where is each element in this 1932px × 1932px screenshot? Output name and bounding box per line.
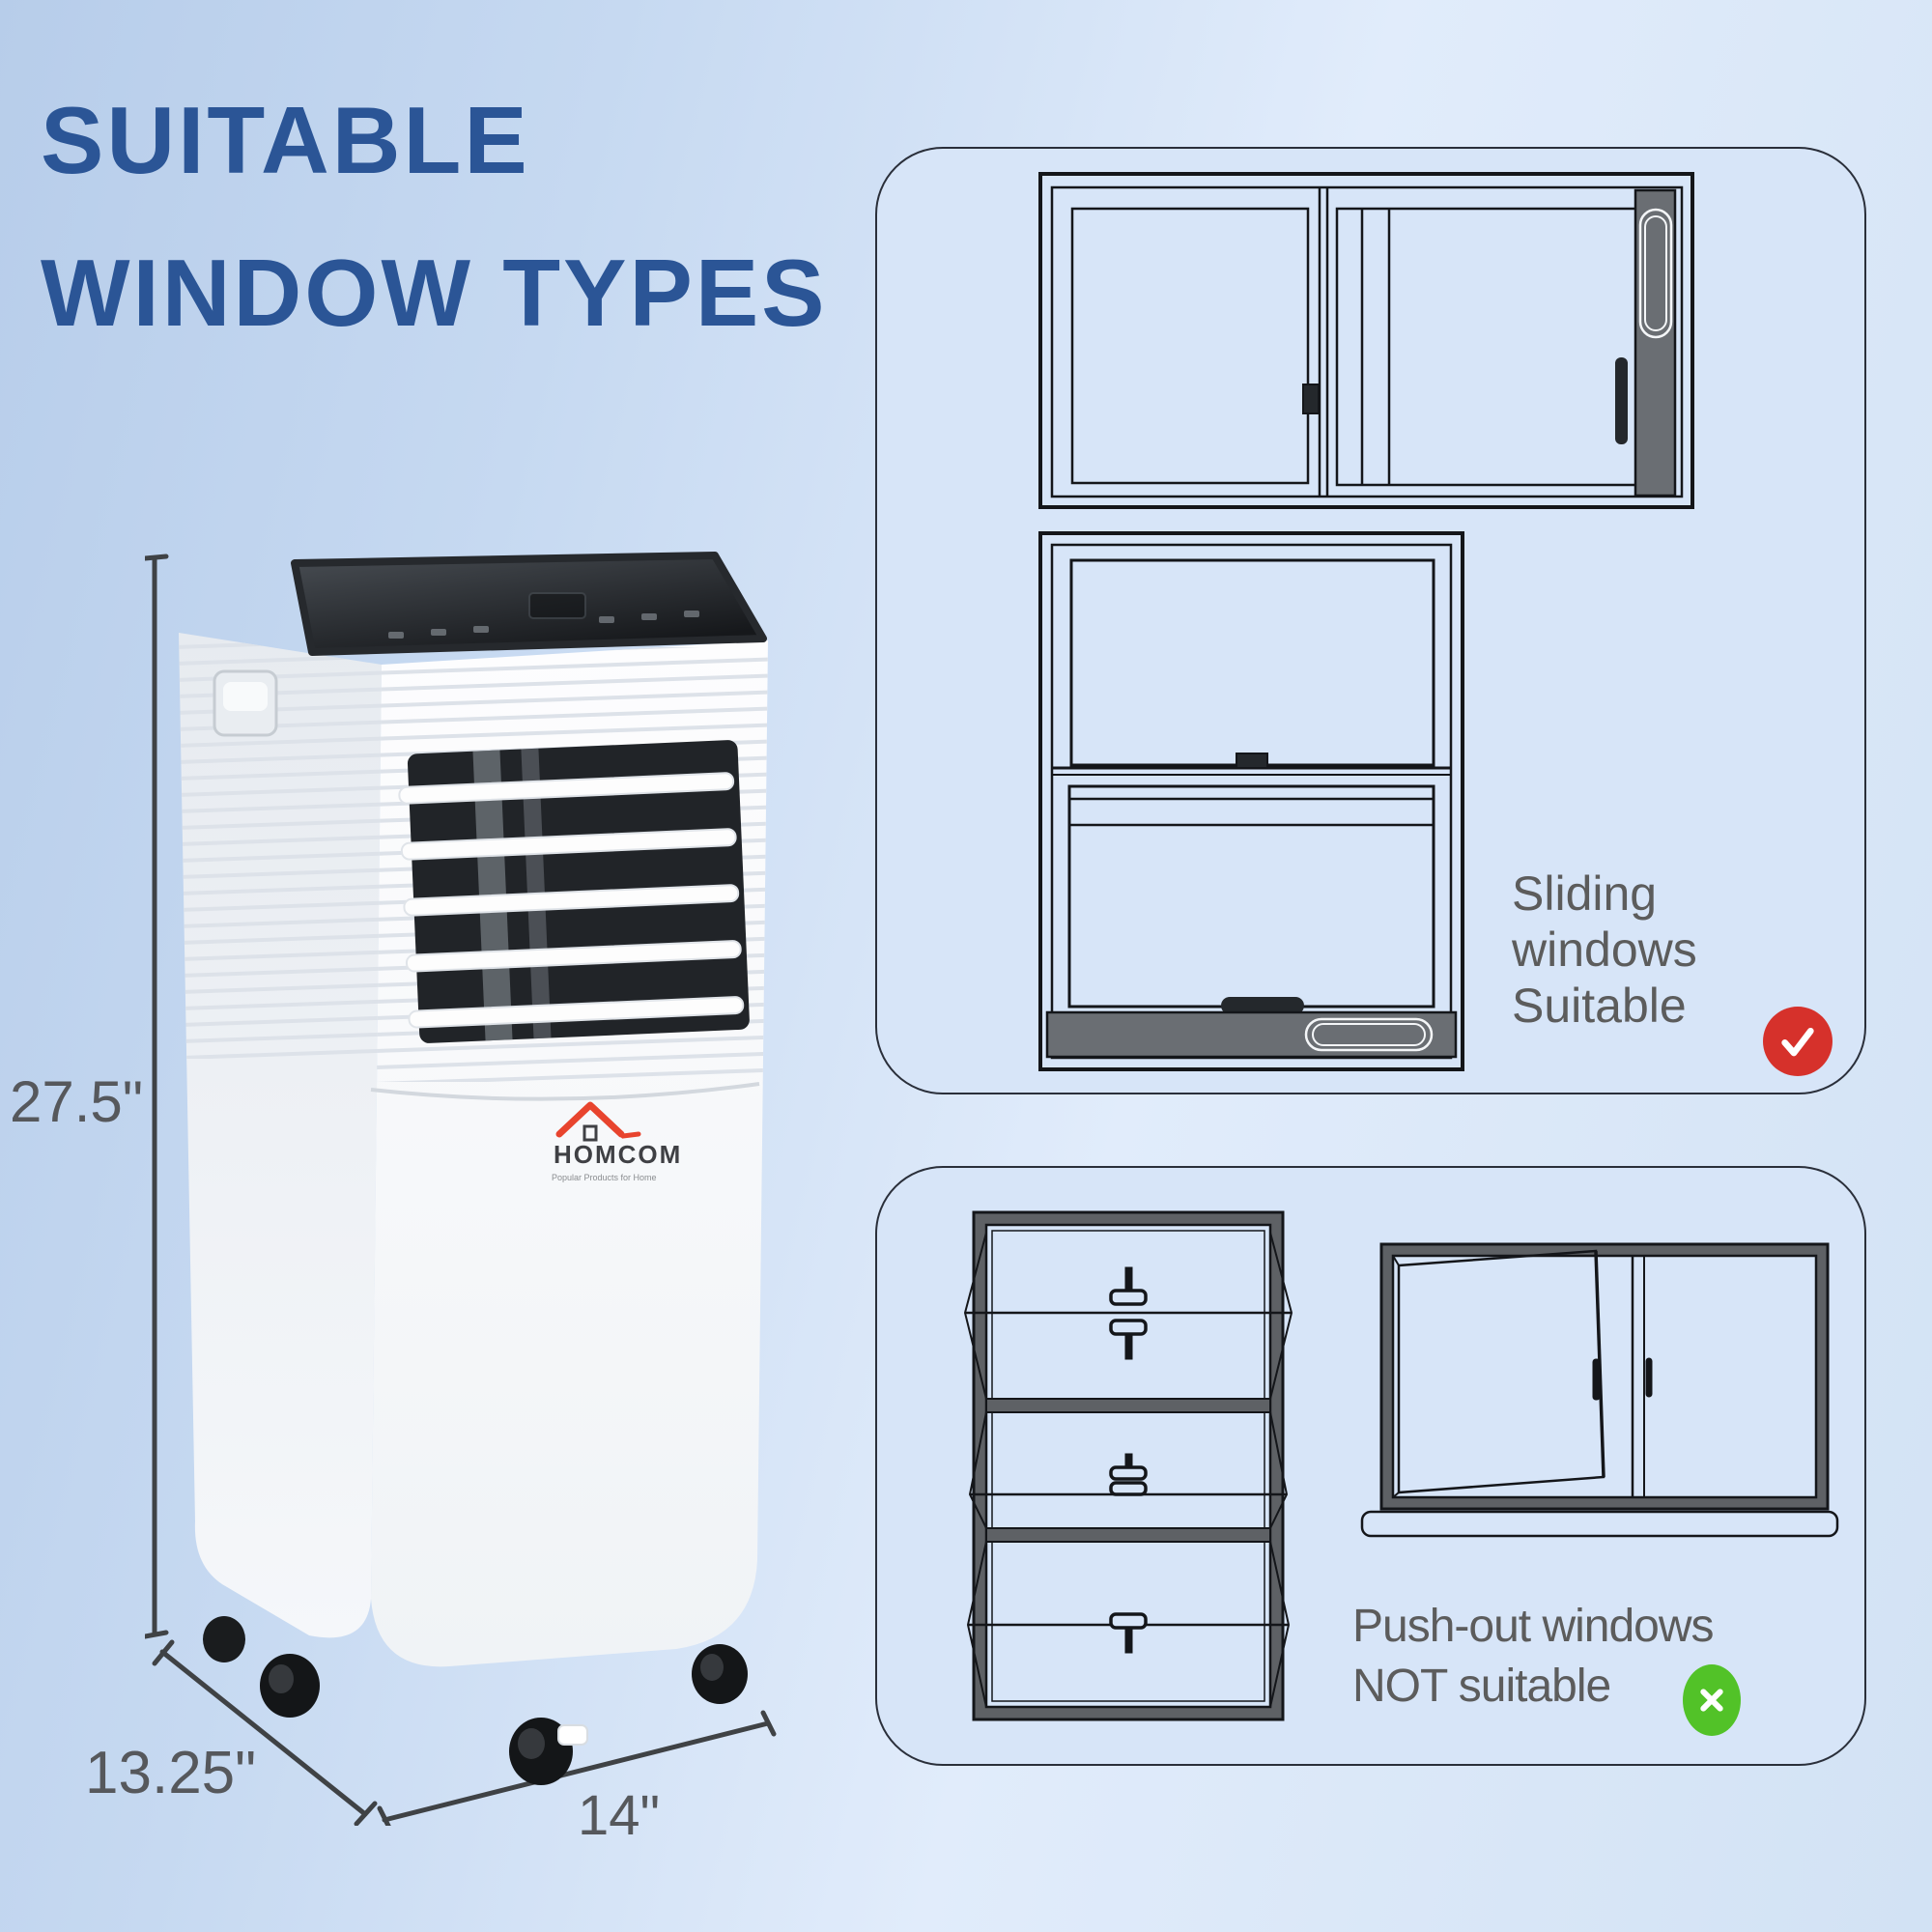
dimension-lines [145, 554, 777, 1826]
label-line: Sliding [1512, 867, 1658, 921]
page-title-line-2: WINDOW TYPES [41, 240, 828, 346]
window-frame [972, 1210, 1285, 1721]
window-handle [1236, 753, 1268, 769]
window-handle [1592, 1358, 1601, 1401]
sliding-windows-diagrams [1038, 172, 1694, 1071]
window-track [1634, 188, 1677, 497]
sliding-windows-label: Sliding windows Suitable [1512, 866, 1697, 1034]
window-handle [1109, 1465, 1148, 1481]
ac-body-seam [370, 1082, 760, 1101]
window-sill [1360, 1510, 1839, 1538]
check-icon [1781, 1028, 1814, 1057]
height-dimension-label: 27.5" [10, 1069, 144, 1134]
suitable-badge [1763, 1007, 1833, 1076]
width-dimension-label: 14" [578, 1784, 661, 1847]
depth-dimension-line [159, 1649, 368, 1817]
window-handle [1109, 1289, 1148, 1306]
single-hung-window-diagram [1038, 531, 1464, 1071]
window-handle [1615, 357, 1628, 444]
casement-window-diagram [1360, 1242, 1839, 1538]
window-handle [1109, 1612, 1148, 1630]
control-panel-buttons [388, 592, 699, 639]
page-title: SUITABLE WINDOW TYPES [41, 64, 828, 369]
push-out-windows-card: Push-out windows NOT suitable [875, 1166, 1866, 1766]
window-handle [1302, 384, 1320, 414]
width-dimension-line [382, 1720, 771, 1823]
window-track [1045, 1010, 1458, 1059]
drain-tab [557, 1724, 588, 1746]
vent-grille [398, 740, 750, 1043]
window-handle [1109, 1481, 1148, 1496]
cross-icon [1700, 1689, 1723, 1712]
not-suitable-badge [1683, 1664, 1741, 1736]
vent-louvers [398, 772, 745, 1029]
label-line: Push-out windows [1352, 1601, 1715, 1652]
sliding-windows-card: Sliding windows Suitable [875, 147, 1866, 1094]
ac-left-ridges [179, 633, 382, 1059]
depth-dimension-label: 13.25" [85, 1740, 257, 1806]
page-title-line-1: SUITABLE [41, 87, 530, 193]
label-line: NOT suitable [1352, 1661, 1611, 1712]
window-frame [1379, 1242, 1830, 1511]
brand-tagline: Popular Products for Home [552, 1173, 657, 1182]
awning-stack-window-diagram [963, 1210, 1293, 1721]
label-line: Suitable [1512, 979, 1687, 1033]
push-out-windows-label: Push-out windows NOT suitable [1352, 1597, 1715, 1717]
window-handle [1109, 1319, 1148, 1336]
window-handle [1221, 997, 1304, 1014]
side-handle [213, 669, 278, 737]
air-conditioner-illustration: HOMCOM Popular Products for Home [145, 552, 777, 1826]
window-handle [1645, 1357, 1653, 1398]
brand-name: HOMCOM [554, 1140, 682, 1169]
label-line: windows [1512, 923, 1697, 977]
caster-wheels [203, 1616, 748, 1785]
brand-logo: HOMCOM Popular Products for Home [552, 1101, 682, 1182]
control-panel-display [528, 592, 586, 619]
horizontal-sliding-window-diagram [1038, 172, 1694, 509]
